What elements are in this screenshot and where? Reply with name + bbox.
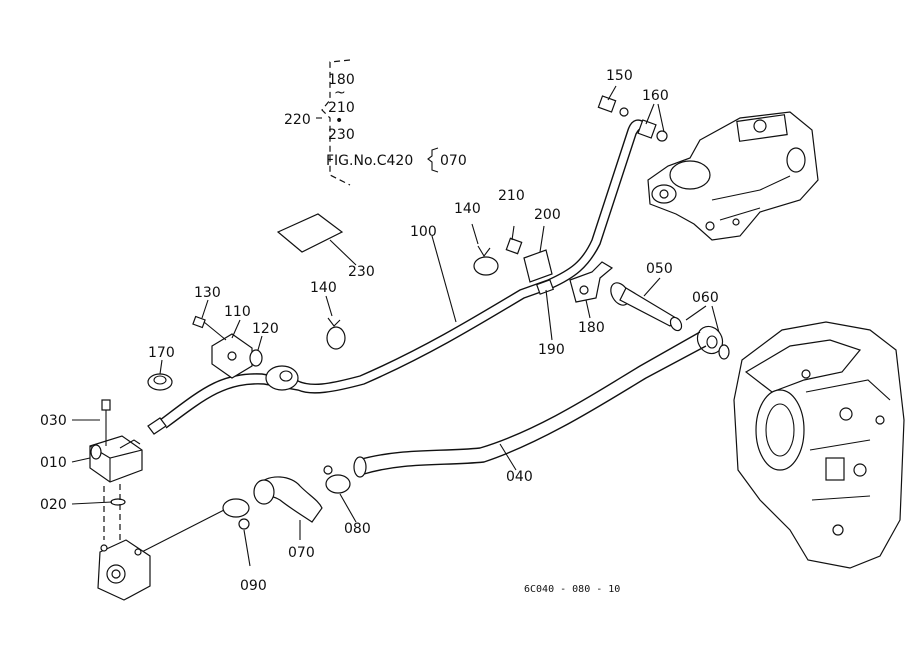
callout-070: 070 bbox=[288, 545, 315, 561]
clamp-140-lower bbox=[325, 295, 346, 350]
transmission-case bbox=[733, 321, 905, 569]
legend-group: 220 180 ~ 210 • 230 FIG.No.C420 070 bbox=[284, 59, 467, 186]
legend-dot: • bbox=[335, 113, 343, 129]
pipe-040 bbox=[353, 331, 707, 478]
callout-030: 030 bbox=[40, 413, 67, 429]
clamp-170 bbox=[147, 359, 173, 391]
callout-160: 160 bbox=[642, 88, 669, 104]
callout-050: 050 bbox=[646, 261, 673, 277]
callout-170: 170 bbox=[148, 345, 175, 361]
callout-100: 100 bbox=[410, 224, 437, 240]
callout-020: 020 bbox=[40, 497, 67, 513]
callout-090: 090 bbox=[240, 578, 267, 594]
hose-070 bbox=[253, 476, 323, 540]
callout-180: 180 bbox=[578, 320, 605, 336]
callout-230: 230 bbox=[348, 264, 375, 280]
clamp-140-upper bbox=[471, 223, 499, 276]
legend-ref-070: 070 bbox=[440, 153, 467, 169]
pipe-100 bbox=[159, 119, 651, 429]
top-housing bbox=[647, 111, 819, 241]
callout-190: 190 bbox=[538, 342, 565, 358]
callout-labels: 150 160 140 210 200 100 230 050 060 140 … bbox=[40, 68, 719, 595]
callout-120: 120 bbox=[252, 321, 279, 337]
bracket-110 bbox=[192, 299, 299, 391]
pump-assembly bbox=[89, 399, 167, 601]
legend-ref-220: 220 bbox=[284, 112, 311, 128]
clamp-080 bbox=[323, 465, 357, 523]
legend-ref-210: 210 bbox=[328, 100, 355, 116]
leader-lines bbox=[71, 235, 457, 505]
drawing-code: 6C040 - 080 - 10 bbox=[524, 584, 620, 595]
callout-110: 110 bbox=[224, 304, 251, 320]
callout-010: 010 bbox=[40, 455, 67, 471]
legend-ref-230: 230 bbox=[328, 127, 355, 143]
gasket-sheet bbox=[276, 213, 357, 266]
legend-tilde: ~ bbox=[334, 85, 346, 101]
callout-210: 210 bbox=[498, 188, 525, 204]
callout-130: 130 bbox=[194, 285, 221, 301]
bracket-200 bbox=[505, 225, 614, 341]
legend-sub-bracket bbox=[427, 147, 439, 173]
callout-060: 060 bbox=[692, 290, 719, 306]
clamp-090 bbox=[125, 498, 251, 567]
legend-bracket bbox=[321, 59, 351, 186]
callout-080: 080 bbox=[344, 521, 371, 537]
fitting-050 bbox=[610, 277, 730, 360]
legend-fig-ref: FIG.No.C420 bbox=[326, 153, 413, 169]
callout-140-upper: 140 bbox=[454, 201, 481, 217]
callout-040: 040 bbox=[506, 469, 533, 485]
callout-200: 200 bbox=[534, 207, 561, 223]
fitting-150-160 bbox=[597, 85, 668, 142]
callout-140-lower: 140 bbox=[310, 280, 337, 296]
legend-ref-180: 180 bbox=[328, 72, 355, 88]
callout-150: 150 bbox=[606, 68, 633, 84]
